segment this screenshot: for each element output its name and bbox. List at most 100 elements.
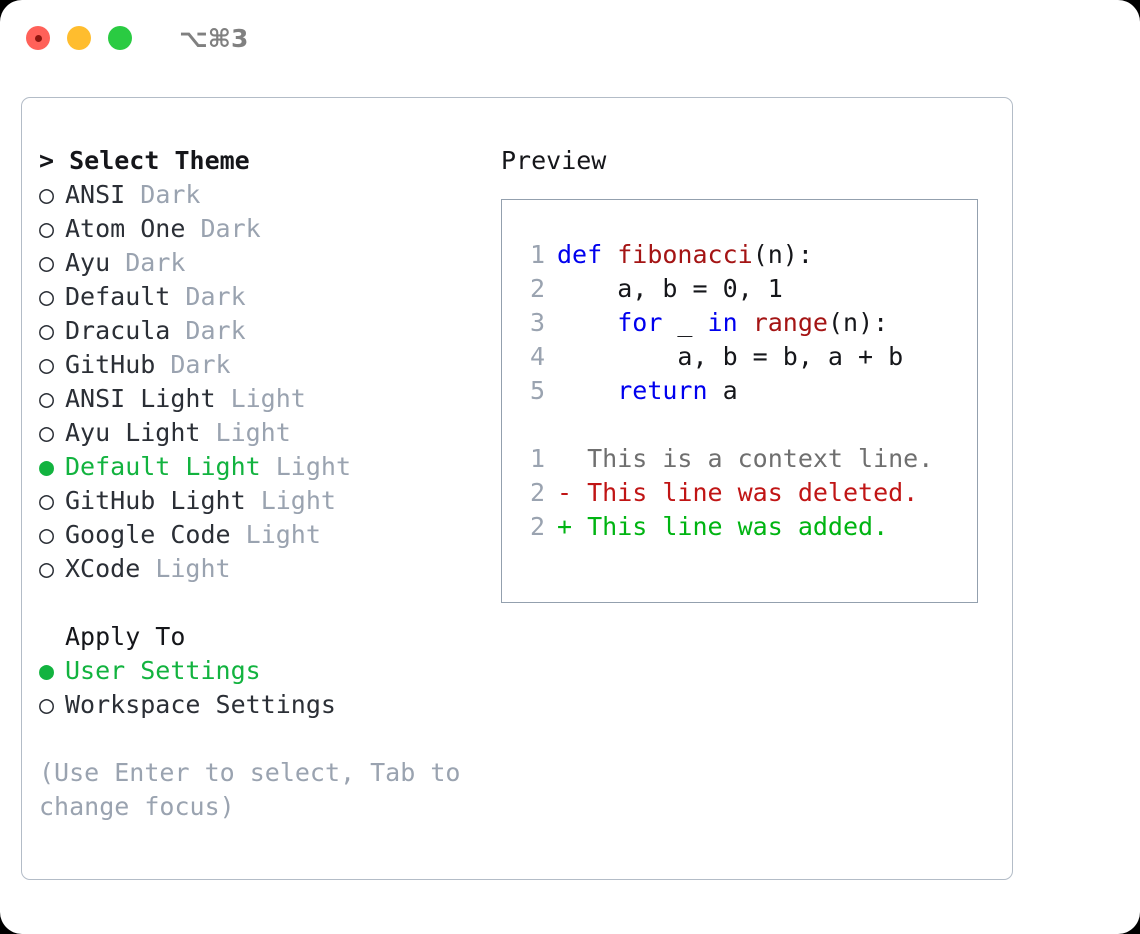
label-gap — [185, 214, 200, 243]
line-number: 4 — [529, 342, 545, 371]
theme-option-dracula[interactable]: ○Dracula Dark — [39, 314, 501, 348]
apply-to-option-user-settings[interactable]: ●User Settings — [39, 654, 501, 688]
label-gap — [125, 180, 140, 209]
theme-option-atom-one[interactable]: ○Atom One Dark — [39, 212, 501, 246]
radio-unselected-icon: ○ — [39, 554, 55, 583]
diff-marker: - — [557, 478, 588, 507]
code-token — [557, 376, 617, 405]
theme-option-github[interactable]: ○ GitHub Dark — [39, 348, 501, 382]
code-token: (n): — [827, 308, 889, 337]
radio-selected-icon: ● — [39, 656, 55, 685]
code-token: (n): — [752, 240, 813, 269]
diff-line-add: 2+ This line was added. — [519, 510, 977, 544]
theme-variant-badge: Dark — [170, 350, 231, 379]
minimize-window-button[interactable] — [67, 26, 91, 50]
code-line: 4 a, b = b, a + b — [519, 340, 977, 374]
diff-marker — [557, 444, 587, 473]
code-token: _ — [662, 308, 708, 337]
code-token: a, b = b, a + b — [557, 342, 904, 371]
line-number: 2 — [529, 512, 545, 541]
theme-option-default-light[interactable]: ● Default Light Light — [39, 450, 501, 484]
theme-variant-badge: Dark — [140, 180, 201, 209]
label-gap — [140, 554, 155, 583]
radio-unselected-icon: ○ — [39, 690, 55, 719]
code-line: 3 for _ in range(n): — [519, 306, 977, 340]
theme-option-label: ANSI Light — [65, 384, 216, 413]
code-token: range — [752, 308, 828, 337]
apply-to-heading: Apply To — [65, 622, 186, 651]
label-gap — [170, 316, 185, 345]
code-token: fibonacci — [617, 240, 753, 269]
radio-unselected-icon: ○ — [39, 520, 55, 549]
theme-option-ayu[interactable]: ○Ayu Dark — [39, 246, 501, 280]
diff-line-del: 2- This line was deleted. — [519, 476, 977, 510]
radio-unselected-icon: ○ — [39, 282, 55, 311]
code-diff-spacer — [519, 408, 977, 442]
line-number: 2 — [529, 274, 545, 303]
code-token: a — [707, 376, 738, 405]
hint-text-line-1: (Use Enter to select, Tab to — [39, 758, 461, 787]
close-window-button[interactable] — [26, 26, 50, 50]
hint-text-line-2: change focus) — [39, 792, 235, 821]
theme-variant-badge: Light — [155, 554, 231, 583]
radio-unselected-icon: ○ — [39, 384, 55, 413]
theme-variant-badge: Light — [230, 384, 306, 413]
theme-option-label: GitHub Light — [65, 486, 246, 515]
label-gap — [200, 418, 215, 447]
theme-list: ○ANSI Dark○Atom One Dark○Ayu Dark○Defaul… — [39, 178, 501, 586]
theme-option-label: XCode — [65, 554, 141, 583]
line-number: 1 — [529, 240, 545, 269]
line-number: 5 — [529, 376, 545, 405]
diff-text: This line was deleted. — [587, 478, 919, 507]
theme-option-xcode[interactable]: ○ XCode Light — [39, 552, 501, 586]
theme-variant-badge: Dark — [125, 248, 186, 277]
title-bar: ⌥⌘3 — [0, 0, 1140, 76]
theme-option-default[interactable]: ○Default Dark — [39, 280, 501, 314]
radio-unselected-icon: ○ — [39, 248, 55, 277]
theme-selector-panel: > Select Theme ○ANSI Dark○Atom One Dark○… — [21, 97, 1013, 880]
theme-variant-badge: Light — [215, 418, 291, 447]
label-gap — [170, 282, 185, 311]
theme-option-label: Default — [65, 282, 171, 311]
theme-option-label: Default Light — [65, 452, 261, 481]
apply-to-option-workspace-settings[interactable]: ○Workspace Settings — [39, 688, 501, 722]
label-gap — [216, 384, 231, 413]
label-gap — [246, 486, 261, 515]
label-gap — [155, 350, 170, 379]
theme-option-google-code[interactable]: ○Google Code Light — [39, 518, 501, 552]
radio-unselected-icon: ○ — [39, 350, 55, 379]
theme-option-label: GitHub — [65, 350, 156, 379]
label-gap — [261, 452, 276, 481]
radio-unselected-icon: ○ — [39, 180, 55, 209]
radio-unselected-icon: ○ — [39, 486, 55, 515]
radio-unselected-icon: ○ — [39, 214, 55, 243]
theme-variant-badge: Light — [275, 452, 351, 481]
section-spacer — [39, 586, 501, 620]
theme-variant-badge: Dark — [185, 316, 246, 345]
line-number: 1 — [529, 444, 545, 473]
select-theme-heading: > Select Theme — [39, 146, 250, 175]
preview-heading: Preview — [501, 146, 607, 175]
code-token: return — [617, 376, 708, 405]
keyboard-shortcut-label: ⌥⌘3 — [179, 23, 249, 53]
theme-option-github-light[interactable]: ○GitHub Light Light — [39, 484, 501, 518]
diff-line-ctx: 1 This is a context line. — [519, 442, 977, 476]
diff-sample: 1 This is a context line.2- This line wa… — [519, 442, 977, 544]
theme-option-ayu-light[interactable]: ○Ayu Light Light — [39, 416, 501, 450]
radio-selected-icon: ● — [39, 452, 55, 481]
label-gap — [110, 248, 125, 277]
label-gap — [231, 520, 246, 549]
theme-option-ansi-light[interactable]: ○ ANSI Light Light — [39, 382, 501, 416]
line-number: 2 — [529, 478, 545, 507]
theme-option-ansi[interactable]: ○ANSI Dark — [39, 178, 501, 212]
apply-to-list: ●User Settings○Workspace Settings — [39, 654, 501, 722]
line-number: 3 — [529, 308, 545, 337]
maximize-window-button[interactable] — [108, 26, 132, 50]
code-token: in — [707, 308, 738, 337]
theme-list-column: > Select Theme ○ANSI Dark○Atom One Dark○… — [39, 144, 501, 824]
theme-variant-badge: Light — [245, 520, 321, 549]
